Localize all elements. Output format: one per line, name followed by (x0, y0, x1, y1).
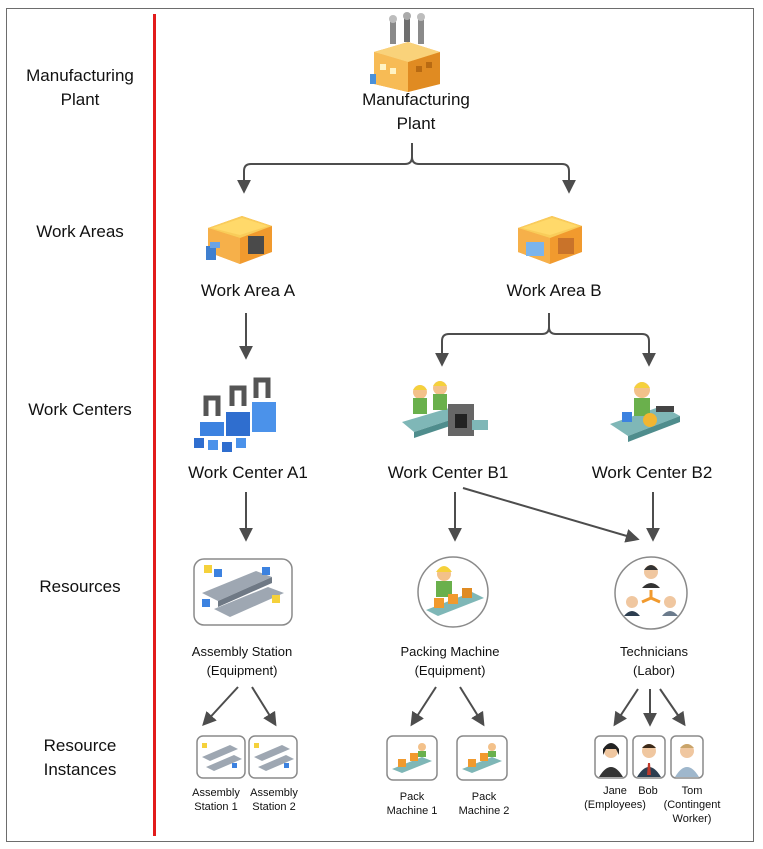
person-avatar-icon-tom (670, 735, 704, 779)
pack-machine-2-icon (456, 735, 508, 781)
technicians-group-icon (614, 556, 688, 630)
conveyor-worker-icon-b1 (402, 381, 488, 438)
level-label-plant: Manufacturing Plant (26, 66, 134, 109)
person-avatar-icon-bob (632, 735, 666, 779)
node-jane-label: Jane (Employees) (584, 785, 646, 811)
assembly-line-icon (194, 377, 276, 452)
warehouse-icon-b (518, 216, 582, 264)
assembly-station-1-icon (196, 735, 246, 779)
connector-area-b-to-b2 (548, 326, 656, 367)
factory-icon (370, 12, 440, 92)
level-label-work-areas: Work Areas (36, 222, 124, 241)
level-label-work-centers: Work Centers (28, 400, 132, 419)
node-plant-label: Manufacturing Plant (362, 90, 470, 133)
node-work-center-b2-label: Work Center B2 (591, 463, 713, 482)
node-work-center-a1-label: Work Center A1 (188, 463, 308, 482)
node-packing-machine-label: Packing Machine (Equipment) (400, 644, 500, 678)
node-technicians-label: Technicians (Labor) (620, 644, 688, 678)
packing-machine-icon (417, 556, 489, 628)
diagram-frame (6, 8, 754, 842)
connector-tech-to-tom (659, 688, 686, 727)
node-work-center-b1-label: Work Center B1 (387, 463, 509, 482)
node-work-area-b-label: Work Area B (506, 281, 602, 300)
warehouse-icon-a (206, 216, 272, 264)
connector-plant-to-areas (237, 143, 413, 194)
node-assembly-station-label: Assembly Station (Equipment) (191, 644, 293, 678)
conveyor-worker-icon-b2 (610, 382, 680, 442)
connector-packing-to-inst1 (410, 686, 437, 727)
person-avatar-icon-jane (594, 735, 628, 779)
node-tom-label: Tom (Contingent Worker) (663, 785, 721, 825)
node-work-area-a-label: Work Area A (200, 281, 296, 300)
assembly-station-2-icon (248, 735, 298, 779)
connector-assembly-to-inst1 (202, 686, 239, 727)
connector-assembly-to-inst2 (251, 686, 277, 727)
level-label-resource-instances: Resource Instances (43, 736, 117, 779)
connector-tech-to-jane (613, 688, 639, 727)
node-bob-label: Bob (638, 785, 658, 797)
connector-b1-to-technicians (462, 487, 640, 543)
node-assembly-station-1-label: Assembly Station 1 (192, 787, 240, 813)
level-label-resources: Resources (39, 577, 121, 596)
assembly-station-icon (193, 558, 293, 626)
node-pack-machine-2-label: Pack Machine 2 (458, 791, 510, 817)
node-pack-machine-1-label: Pack Machine 1 (386, 791, 438, 817)
level-divider (153, 14, 156, 836)
node-assembly-station-2-label: Assembly Station 2 (250, 787, 298, 813)
pack-machine-1-icon (386, 735, 438, 781)
connector-packing-to-inst2 (459, 686, 485, 727)
connector-area-b-to-b1 (435, 313, 550, 367)
connector-plant-to-area-b (411, 156, 576, 194)
